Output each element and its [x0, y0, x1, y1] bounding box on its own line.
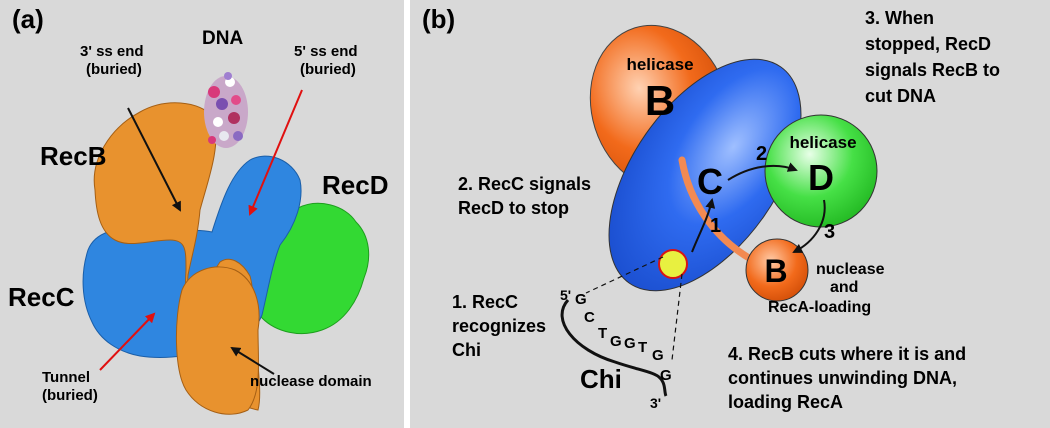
helicase-b-letter: B [645, 77, 675, 124]
chi-label: Chi [580, 364, 622, 394]
tunnel-buried-label: (buried) [42, 387, 98, 404]
nuclease-label-1: nuclease [816, 261, 885, 278]
step3-line-3: signals RecB to [865, 60, 1000, 80]
helicase-b-label: helicase [626, 55, 693, 74]
recbcd-mechanism-diagram: G C T G G T G G 5' 3' Chi helicase B C h… [422, 4, 1000, 412]
recb-label: RecB [40, 141, 106, 171]
step-number-1: 1 [710, 215, 721, 237]
arrow-tunnel [99, 312, 156, 371]
chi-base-6: T [638, 339, 647, 356]
arrow-2 [727, 162, 798, 181]
arrow-3 [792, 199, 826, 253]
recbcd-structure-figure: (a) DNA 3' ss end (buried) 5' ss end (bu… [8, 4, 388, 415]
panel-b-tag: (b) [422, 4, 455, 34]
chi-connector-bottom [671, 273, 683, 361]
step1-line-3: Chi [452, 340, 481, 360]
panel-a-tag: (a) [12, 4, 44, 34]
step1-line-2: recognizes [452, 316, 546, 336]
step3-line-4: cut DNA [865, 86, 936, 106]
dna-5prime-label: 5' [560, 287, 571, 303]
step3-line-1: 3. When [865, 8, 934, 28]
arrow-nuclease-domain [230, 346, 275, 375]
arrow-5prime-end [248, 89, 303, 216]
chi-base-4: G [610, 333, 622, 350]
recc-letter: C [697, 161, 723, 202]
nuclease-domain-shape [175, 266, 260, 415]
chi-base-5: G [624, 335, 636, 352]
five-prime-end-label: 5' ss end [294, 43, 358, 60]
step2-line-2: RecD to stop [458, 198, 569, 218]
five-prime-buried-label: (buried) [300, 61, 356, 78]
step4-line-3: loading RecA [728, 392, 843, 412]
chi-base-8: G [660, 367, 672, 384]
step-number-2: 2 [756, 143, 767, 165]
dna-backbone [560, 298, 668, 397]
tunnel-label: Tunnel [42, 369, 90, 386]
chi-base-7: G [652, 347, 664, 364]
recc-label: RecC [8, 282, 75, 312]
step2-line-1: 2. RecC signals [458, 174, 591, 194]
nuclease-b-letter: B [764, 253, 787, 289]
step4-line-1: 4. RecB cuts where it is and [728, 344, 966, 364]
step-number-3: 3 [824, 221, 835, 243]
chi-recognition-site [658, 249, 688, 279]
arrow-3prime-end [127, 107, 181, 212]
three-prime-end-label: 3' ss end [80, 43, 144, 60]
recb-nuclease-subunit [745, 238, 809, 302]
nuclease-label-2: and [830, 279, 858, 296]
nuclease-domain-label: nuclease domain [250, 373, 372, 390]
nuclease-label-3: RecA-loading [768, 299, 871, 316]
three-prime-buried-label: (buried) [86, 61, 142, 78]
step3-line-2: stopped, RecD [865, 34, 991, 54]
dna-structure [204, 72, 248, 148]
dna-label: DNA [202, 28, 243, 49]
chi-base-1: G [575, 291, 587, 308]
arrow-1 [691, 198, 716, 253]
recd-label: RecD [322, 170, 388, 200]
step1-line-1: 1. RecC [452, 292, 518, 312]
chi-base-3: T [598, 325, 607, 342]
panel-b: G C T G G T G G 5' 3' Chi helicase B C h… [410, 0, 1050, 428]
recc-subunit [608, 58, 802, 292]
dna-3prime-label: 3' [650, 395, 661, 411]
panel-a: (a) DNA 3' ss end (buried) 5' ss end (bu… [0, 0, 404, 428]
helicase-d-letter: D [808, 157, 834, 198]
helicase-d-label: helicase [789, 133, 856, 152]
step4-line-2: continues unwinding DNA, [728, 368, 957, 388]
chi-base-2: C [584, 309, 595, 326]
recb-linker [678, 156, 766, 269]
